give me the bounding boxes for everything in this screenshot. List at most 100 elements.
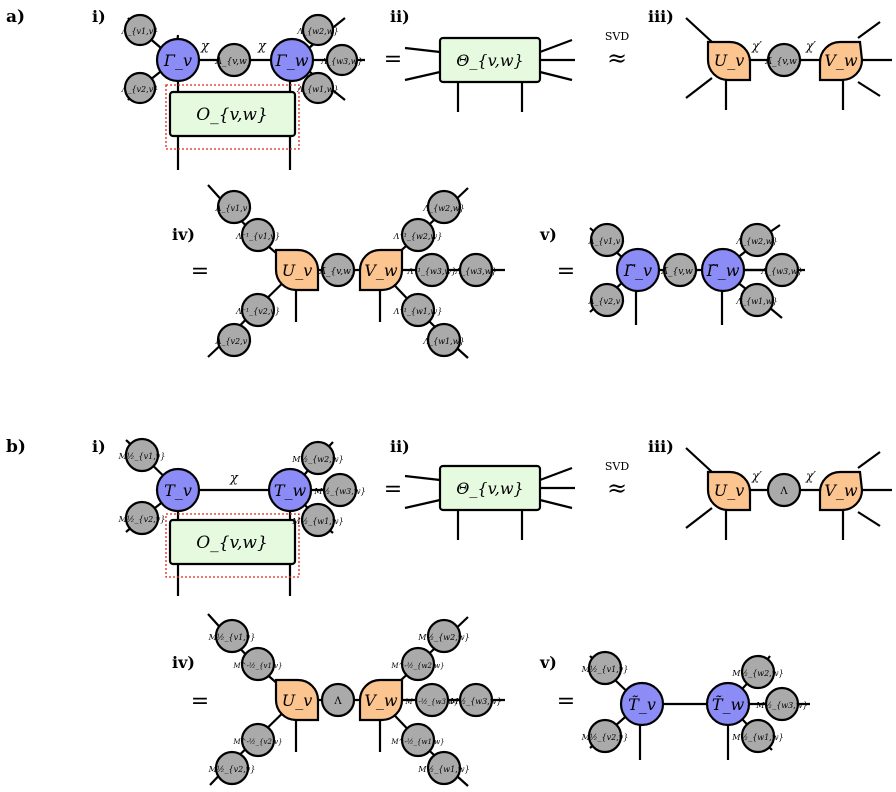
- b-iv-minv-w2-node: [400, 646, 436, 682]
- b-iv-m-w2-label: M½_{w2,w}: [417, 633, 469, 642]
- panel-a-approx: ≈: [607, 44, 627, 72]
- iv-lambda-v1-label: Λ_{v1,v}: [215, 204, 253, 213]
- v-lambda-v2-node: [589, 282, 625, 318]
- panel-b-step-iii: iii): [648, 437, 674, 456]
- lambda-w3-node: [325, 43, 359, 77]
- v-lambda-w1-label: Λ_{w1,w}: [735, 297, 777, 306]
- b-bond-chi: χ: [229, 471, 239, 486]
- iv-inv-w3-label: Λ⁻¹_{w3,w}: [407, 267, 457, 276]
- iv-lambda-w1-node: [426, 322, 462, 358]
- iv-V-w-label: V_w: [364, 261, 398, 280]
- b-v-m-w3-label: M½_{w3,w}: [755, 701, 807, 710]
- b-iv-minv-w1-node: [400, 722, 436, 758]
- T-v-node: [155, 467, 201, 513]
- panel-a-equals-2: =: [191, 259, 209, 284]
- b-m-v1-label: M½_{v1,v}: [118, 452, 166, 461]
- iv-inv-v2-node: [240, 292, 276, 328]
- iv-lambda-w2-node: [426, 189, 462, 225]
- b-iv-m-w1-node: [426, 750, 462, 786]
- panel-b-svd-label: SVD: [605, 460, 629, 473]
- T-v-tilde-label: T̃_v: [628, 695, 656, 714]
- b-U-v-label: U_v: [714, 481, 745, 500]
- iv-inv-w2-label: Λ⁻¹_{w2,w}: [393, 232, 443, 241]
- panel-b-step-i: i): [92, 437, 106, 456]
- bond-chi-prime-1: χ′: [751, 39, 762, 53]
- b-m-w1-label: M½_{w1,w}: [291, 517, 343, 526]
- b-lambda-label: Λ: [779, 486, 788, 497]
- b-U-v-node: [706, 470, 752, 512]
- theta-label: Θ_{v,w}: [456, 51, 523, 70]
- panel-b-theta-network: Θ_{v,w}: [404, 464, 575, 540]
- lambda-v1-node: [123, 13, 157, 47]
- v-lambda-w3-node: [764, 252, 800, 288]
- panel-a-step-i-network: O_{v,w} Λ_{v1,v} Λ_{v2,v} Γ_v χ Λ_{v,w} …: [121, 13, 365, 170]
- b-v-m-w1-label: M½_{w1,w}: [731, 733, 783, 742]
- panel-b-step-iv-network: M½_{v1,v} M^-½_{v1,v} M^-½_{v2,v} M½_{v2…: [207, 613, 505, 787]
- iv-inv-w1-node: [400, 292, 436, 328]
- iv-lambda-v2-label: Λ_{v2,v}: [215, 337, 253, 346]
- panel-b-label: b): [6, 437, 26, 457]
- panel-a-step-ii: ii): [390, 7, 410, 26]
- b-operator-O-box: [168, 518, 297, 566]
- b-v-m-w2-node: [740, 654, 776, 690]
- iv-lambda-tilde-label: Λ̃_{v,w}: [318, 266, 356, 277]
- v-lambda-v1-label: Λ_{v1,v}: [588, 237, 626, 246]
- iv-U-v-label: U_v: [282, 261, 313, 280]
- b-m-v2-node: [124, 500, 160, 536]
- panel-a-equals-1: =: [384, 47, 402, 72]
- b-iv-lambda-node: [320, 682, 356, 718]
- lambda-vw-node: [216, 42, 252, 78]
- v-lambda-tilde-node: [662, 252, 698, 288]
- T-w-label: T_w: [274, 481, 307, 500]
- bond-chi-2: χ: [257, 39, 267, 54]
- U-v-label: U_v: [714, 51, 745, 70]
- b-m-w3-node: [322, 472, 358, 508]
- lambda-v1-label: Λ_{v1,v}: [121, 27, 159, 36]
- panel-a-label: a): [6, 7, 25, 27]
- iv-inv-v1-label: Λ⁻¹_{v1,v}: [235, 232, 280, 241]
- lambda-tilde-label: Λ̃_{v,w}: [764, 56, 802, 67]
- b-bond-chi-prime-2: χ′: [805, 469, 816, 483]
- b-iv-lambda-label: Λ: [333, 696, 342, 707]
- T-w-node: [267, 467, 313, 513]
- panel-a-step-iii: iii): [648, 7, 674, 26]
- b-operator-O-label: O_{v,w}: [196, 533, 268, 553]
- b-m-w2-node: [300, 440, 336, 476]
- panel-b-svd-network: U_v χ′ Λ χ′ V_w: [685, 447, 892, 540]
- b-m-w2-label: M½_{w2,w}: [291, 455, 343, 464]
- theta-box: [438, 36, 542, 84]
- bond-chi-1: χ: [200, 39, 210, 54]
- T-w-tilde-node: [705, 681, 751, 727]
- iv-lambda-tilde-node: [320, 252, 356, 288]
- gamma-v-label: Γ_v: [163, 51, 192, 70]
- b-iv-m-v1-label: M½_{v1,v}: [208, 633, 256, 642]
- b-theta-label: Θ_{v,w}: [456, 479, 523, 498]
- iv-inv-w3-node: [414, 252, 450, 288]
- lambda-w1-node: [301, 71, 335, 105]
- iv-lambda-v2-node: [216, 322, 252, 358]
- b-iv-minv-w3-label: M^-½_{w3,w}: [404, 698, 458, 706]
- bond-chi-prime-2: χ′: [805, 39, 816, 53]
- V-w-label: V_w: [824, 51, 858, 70]
- v-lambda-tilde-label: Λ̃_{v,w}: [660, 266, 698, 277]
- v-lambda-v1-node: [589, 222, 625, 258]
- iv-inv-v2-label: Λ⁻¹_{v2,v}: [235, 307, 280, 316]
- b-iv-V-w-node: [358, 678, 404, 722]
- lambda-w2-label: Λ_{w2,w}: [296, 27, 338, 36]
- panel-b-step-v: v): [539, 653, 557, 672]
- v-lambda-w3-label: Λ_{w3,w}: [760, 267, 802, 276]
- b-iv-minv-v2-label: M^-½_{v2,v}: [232, 738, 282, 746]
- b-theta-box: [438, 464, 542, 512]
- panel-a-svd-network: U_v χ′ Λ̃_{v,w} χ′ V_w: [685, 17, 892, 110]
- b-iv-m-w3-node: [458, 682, 494, 718]
- panel-b-approx: ≈: [607, 474, 627, 502]
- gamma-v-tilde-node: [615, 247, 661, 293]
- iv-inv-w1-label: Λ⁻¹_{w1,w}: [393, 307, 443, 316]
- panel-a-step-v: v): [539, 225, 557, 244]
- gamma-v-node: [155, 37, 201, 83]
- operator-O-label: O_{v,w}: [196, 105, 268, 125]
- panel-b-equals-1: =: [384, 477, 402, 502]
- T-w-tilde-label: T̃_w: [712, 695, 745, 714]
- b-iv-m-w2-node: [426, 618, 462, 654]
